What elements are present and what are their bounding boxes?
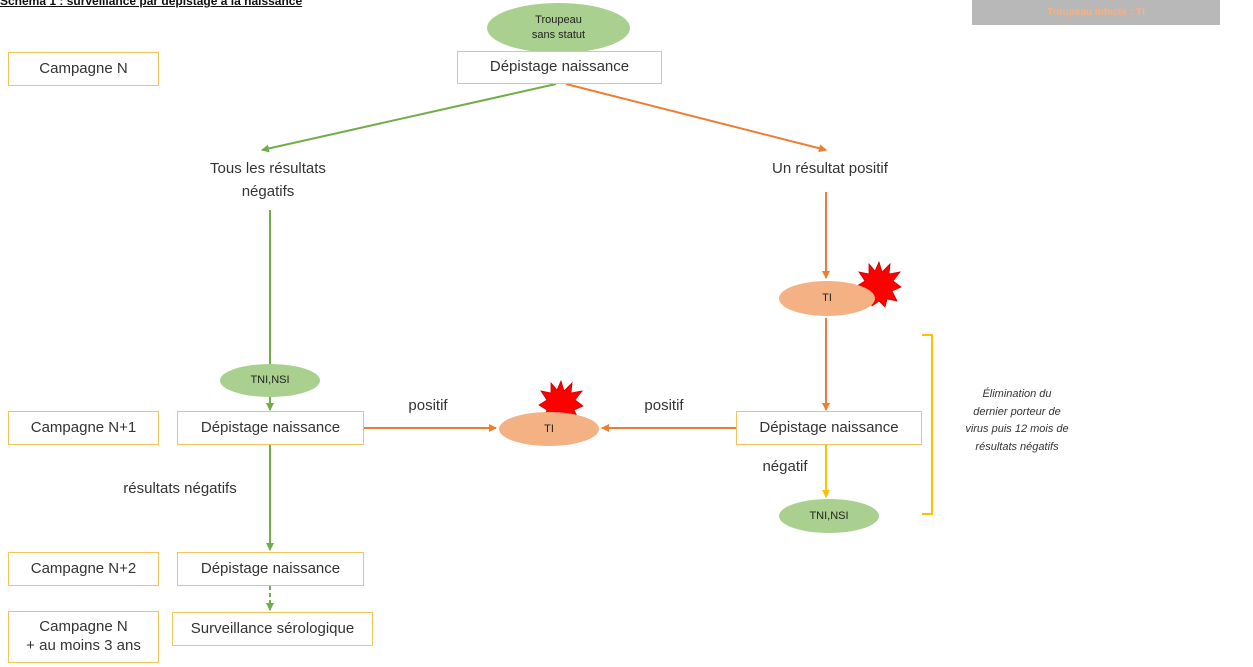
depistage-right-text: Dépistage naissance: [759, 418, 899, 436]
ti-oval-center: TI: [499, 412, 599, 446]
depistage-top-text: Dépistage naissance: [489, 58, 630, 76]
campaign-n2-label: Campagne N+2: [8, 552, 159, 586]
tous-negatifs-line1: Tous les résultats: [210, 160, 326, 177]
start-herd-oval: Troupeau sans statut: [487, 3, 630, 53]
arrow-top-to-negatifs: [261, 83, 557, 153]
positif-left-label: positif: [408, 397, 448, 414]
legend-infected-herd: Troupeau infecté : TI: [972, 0, 1220, 25]
surveillance-box: Surveillance sérologique: [172, 612, 373, 646]
tni-right-text: TNI,NSI: [809, 509, 849, 522]
tous-negatifs-line2: négatifs: [241, 182, 295, 200]
depistage-left-n2-text: Dépistage naissance: [200, 559, 341, 577]
surveillance-text: Surveillance sérologique: [190, 619, 355, 637]
campaign-n-label: Campagne N: [8, 52, 159, 86]
depistage-left-n2-box: Dépistage naissance: [177, 552, 364, 586]
tni-oval-right: TNI,NSI: [779, 499, 879, 533]
depistage-top-box: Dépistage naissance: [457, 51, 662, 84]
tni-oval-left: TNI,NSI: [220, 364, 320, 397]
campaign-n2-text: Campagne N+2: [30, 559, 137, 577]
tous-negatifs-label: Tous les résultats négatifs: [168, 158, 368, 203]
campaign-n-text: Campagne N: [39, 59, 128, 77]
campaign-n3-line2: + au moins 3 ans: [26, 637, 141, 654]
elimination-note: Élimination du dernier porteur de virus …: [942, 386, 1092, 456]
arrow-top-to-positif: [565, 83, 827, 153]
tni-left-text: TNI,NSI: [250, 374, 290, 387]
note-line4: résultats négatifs: [975, 440, 1059, 453]
start-oval-line1: Troupeau: [535, 14, 582, 27]
un-positif-label: Un résultat positif: [772, 160, 888, 177]
note-line2: dernier porteur de: [973, 405, 1061, 418]
start-oval-line2: sans statut: [531, 29, 586, 41]
note-line3: virus puis 12 mois de: [965, 423, 1069, 436]
ti-center-text: TI: [544, 422, 554, 435]
ti-oval-top: TI: [779, 281, 875, 316]
depistage-left-n1-box: Dépistage naissance: [177, 411, 364, 445]
note-line1: Élimination du: [982, 388, 1052, 400]
ti-top-text: TI: [822, 292, 832, 305]
campaign-n1-text: Campagne N+1: [30, 418, 137, 436]
bracket: [922, 334, 933, 515]
negatif-label: négatif: [762, 458, 808, 475]
diagram-title: Schéma 1 : surveillance par dépistage à …: [0, 0, 303, 8]
campaign-n3-label: Campagne N + au moins 3 ans: [8, 611, 159, 663]
depistage-right-box: Dépistage naissance: [736, 411, 922, 445]
depistage-left-n1-text: Dépistage naissance: [200, 418, 341, 436]
campaign-n1-label: Campagne N+1: [8, 411, 159, 445]
positif-right-label: positif: [644, 397, 684, 414]
resultats-negatifs-label: résultats négatifs: [123, 480, 237, 497]
campaign-n3-line1: Campagne N: [39, 618, 128, 636]
